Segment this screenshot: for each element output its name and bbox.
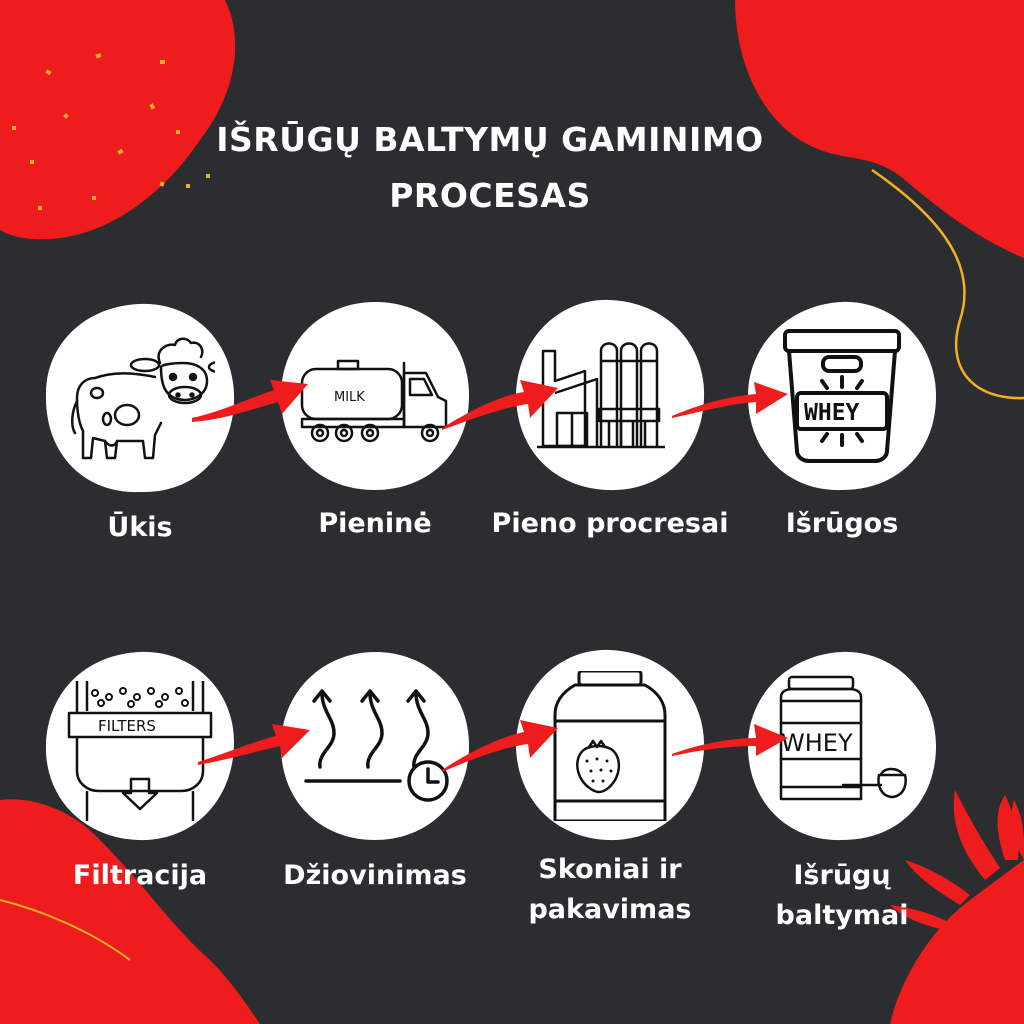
step-label: Ūkis — [107, 512, 173, 543]
step-flavours-packaging: Skoniai ir pakavimas — [510, 646, 710, 925]
step-milk-processing: Pieno procresai — [492, 296, 728, 539]
title-line-1: IŠRŪGŲ BALTYMŲ GAMINIMO — [216, 120, 764, 159]
cow-icon — [71, 337, 215, 460]
gold-line — [871, 168, 1024, 400]
red-blob-top-right — [735, 0, 1024, 258]
flow-arrow-1 — [192, 380, 308, 422]
step-whey-protein: WHEY Išrūgų baltymai — [742, 646, 942, 931]
filters-label: FILTERS — [98, 717, 156, 735]
step-label: Filtracija — [72, 860, 208, 891]
white-circle — [45, 651, 235, 841]
step-label: Džiovinimas — [283, 860, 467, 891]
step-label: Pieninė — [318, 508, 432, 539]
whey-label: WHEY — [804, 400, 860, 426]
flow-arrow-2 — [442, 380, 558, 430]
strawberry-jar-icon — [553, 671, 667, 821]
step-label-block: Išrūgų baltymai — [702, 856, 982, 936]
step-drying: Džiovinimas — [275, 646, 475, 891]
step-label: Pieno procresai — [491, 508, 729, 539]
flow-arrow-5 — [442, 720, 558, 772]
white-circle — [281, 302, 469, 490]
step-label-line-2: pakavimas — [528, 894, 692, 925]
step-label-line-1: Išrūgų — [793, 860, 891, 891]
step-label: Išrūgos — [785, 508, 899, 539]
step-whey: WHEY Išrūgos — [742, 296, 942, 539]
whey-tub-icon: WHEY — [783, 329, 901, 463]
filter-tank-icon: FILTERS — [67, 681, 213, 821]
title-line-2: PROCESAS — [389, 176, 591, 215]
step-farm: Ūkis — [40, 298, 240, 543]
drying-heat-icon — [304, 689, 449, 802]
red-blob-top-left — [0, 0, 236, 240]
white-circle — [516, 649, 705, 841]
milk-truck-icon: MILK — [300, 359, 448, 443]
flow-arrow-3 — [672, 382, 788, 418]
flow-arrow-4 — [198, 724, 310, 765]
red-blob-bottom-left — [0, 799, 260, 1024]
flow-arrow-6 — [672, 724, 788, 756]
step-dairy: MILK Pieninė — [275, 296, 475, 539]
white-circle — [748, 651, 936, 841]
step-label-line-2: baltymai — [775, 900, 909, 931]
step-filtration: FILTERS Filtracija — [40, 646, 240, 891]
factory-icon — [537, 342, 665, 449]
page-title: IŠRŪGŲ BALTYMŲ GAMINIMO PROCESAS — [150, 112, 830, 224]
step-label-block: Skoniai ir pakavimas — [470, 850, 750, 930]
milk-label: MILK — [334, 390, 365, 405]
whey-protein-scoop-icon: WHEY — [779, 675, 907, 801]
step-label-line-1: Skoniai ir — [538, 854, 682, 885]
red-leaves — [890, 790, 1024, 1024]
gold-speckles — [12, 53, 210, 210]
whey-label: WHEY — [781, 729, 853, 757]
